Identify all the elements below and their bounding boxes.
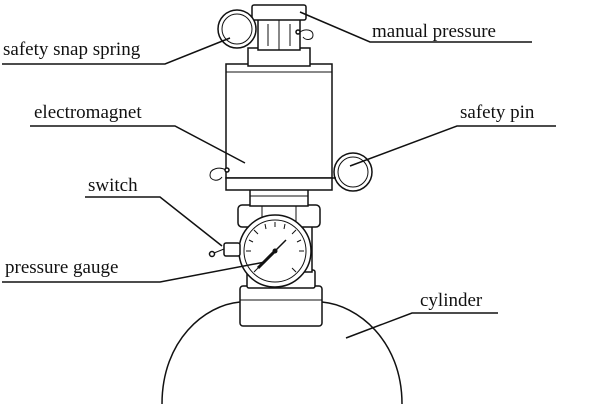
leader-lines <box>2 11 556 339</box>
label-safety-pin: safety pin <box>460 102 535 123</box>
side-hook <box>209 167 230 181</box>
label-electromagnet: electromagnet <box>34 102 142 123</box>
pressure-gauge <box>238 214 312 288</box>
safety-pin <box>332 152 373 192</box>
leader-pressure-gauge <box>2 261 266 283</box>
top-hook <box>295 29 314 40</box>
leader-cylinder <box>345 312 498 339</box>
safety-snap-spring <box>217 9 257 49</box>
manual-pressure-head <box>247 4 311 67</box>
leader-safety-pin <box>349 125 556 167</box>
leader-safety-snap-spring <box>2 37 231 65</box>
cylinder <box>161 285 403 404</box>
label-manual-pressure: manual pressure <box>372 21 496 42</box>
leader-switch <box>85 196 223 247</box>
label-cylinder: cylinder <box>420 290 483 311</box>
switch <box>208 242 241 258</box>
leader-electromagnet <box>30 125 246 164</box>
leader-manual-pressure <box>299 11 532 43</box>
label-switch: switch <box>88 175 138 196</box>
label-pressure-gauge: pressure gauge <box>5 257 118 278</box>
electromagnet <box>225 63 333 191</box>
label-safety-snap-spring: safety snap spring <box>3 39 141 60</box>
